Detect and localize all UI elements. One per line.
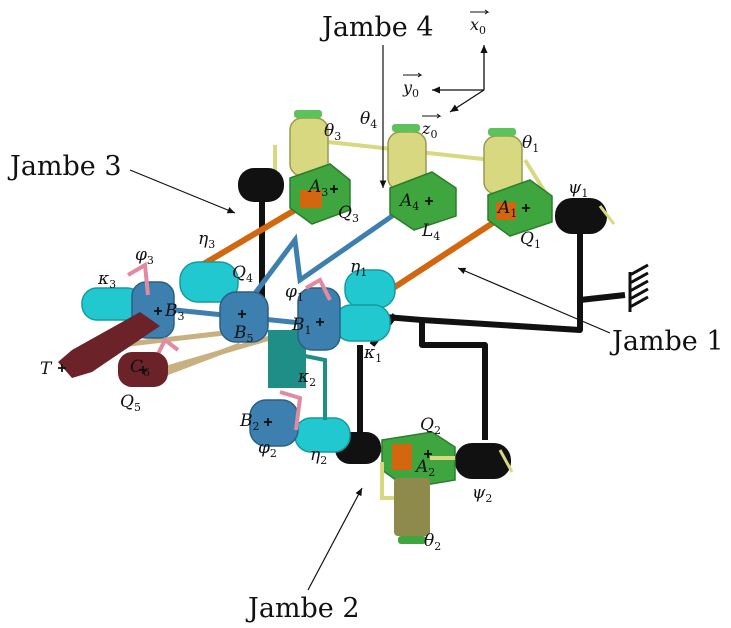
A3-label: A3 — [307, 177, 328, 199]
maroon-parts — [58, 312, 168, 387]
theta-caps — [294, 110, 516, 136]
B1-label: B1 — [291, 315, 312, 337]
A4-label: A4 — [398, 191, 419, 213]
B3-label: B3 — [164, 301, 185, 323]
eta2-label: η2 — [310, 445, 327, 467]
B5-label: B5 — [233, 323, 254, 345]
eta3-label: η3 — [198, 229, 215, 251]
blue-joints — [131, 281, 341, 447]
vector-overlines — [403, 9, 490, 119]
theta-cylinders — [289, 117, 523, 195]
axis-x0-label: x0 — [470, 15, 486, 37]
C6-label: C6 — [130, 357, 150, 379]
orange-joints — [300, 190, 516, 470]
psi1-label: ψ1 — [568, 178, 588, 200]
theta2-cylinder — [394, 478, 430, 536]
B2-label: B2 — [239, 411, 260, 433]
ground-icon — [628, 263, 649, 312]
theta3-label: θ3 — [324, 121, 341, 143]
cyan-cylinders — [81, 261, 396, 453]
Q5-label: Q5 — [120, 392, 141, 414]
A1-label: A1 — [496, 198, 517, 220]
L4-label: L4 — [421, 221, 440, 243]
eta1-label: η1 — [350, 257, 367, 279]
psi2-label: ψ2 — [472, 483, 492, 505]
kappa2-label: κ2 — [297, 367, 316, 389]
leg-arrows — [129, 45, 611, 591]
kappa1-label: κ1 — [363, 343, 382, 365]
theta2-cap — [398, 536, 426, 544]
psi-caps — [498, 205, 616, 473]
leg2-label: Jambe 2 — [245, 593, 360, 624]
point-markers — [58, 185, 530, 458]
phi3-label: φ3 — [135, 245, 154, 267]
Q1-label: Q1 — [520, 229, 541, 251]
Q3-label: Q3 — [338, 203, 359, 225]
Q2-label: Q2 — [420, 415, 441, 437]
axis-y0-label: y0 — [402, 78, 419, 100]
phi1-label: φ1 — [285, 282, 304, 304]
theta4-label: θ4 — [360, 109, 377, 131]
theta2-yellow-link — [380, 462, 394, 500]
theta1-label: θ1 — [522, 133, 539, 155]
leg4-label: Jambe 4 — [319, 12, 434, 43]
phi2-label: φ2 — [258, 438, 277, 460]
leg1-label: Jambe 1 — [609, 326, 724, 357]
kappa3-label: κ3 — [97, 269, 116, 291]
leg3-label: Jambe 3 — [7, 151, 122, 182]
black-cylinders — [238, 168, 607, 479]
axis-z0-label: z0 — [421, 119, 437, 141]
teal-bracket — [299, 353, 327, 420]
coordinate-frame — [432, 45, 488, 113]
Q4-label: Q4 — [232, 263, 253, 285]
theta2-label: θ2 — [424, 531, 441, 553]
T-label: T — [40, 359, 53, 379]
A2-label: A2 — [414, 457, 435, 479]
